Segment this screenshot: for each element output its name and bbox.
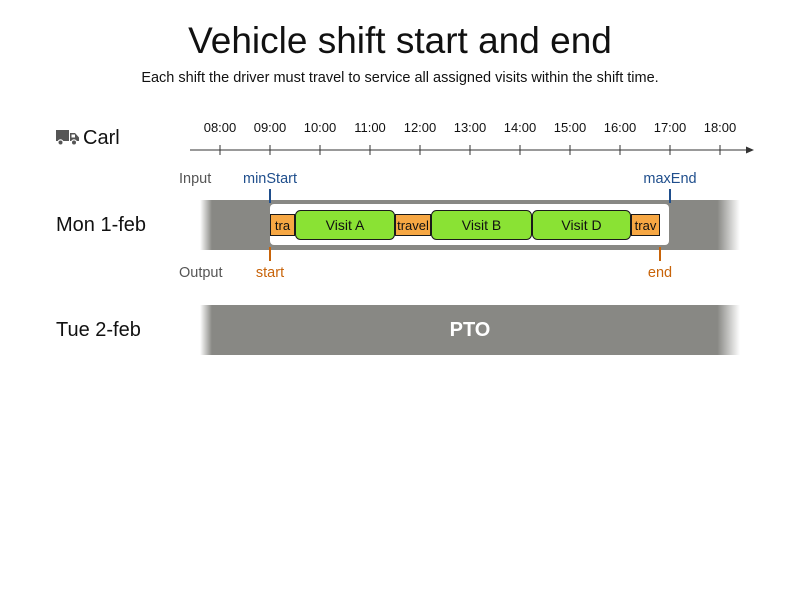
travel-label: trav	[634, 218, 657, 233]
axis-tick-label: 08:00	[203, 120, 237, 135]
time-axis-arrow	[746, 146, 754, 154]
day-label-mon: Mon 1-feb	[56, 214, 147, 236]
day-label-tue: Tue 2-feb	[56, 319, 141, 341]
axis-tick-label: 15:00	[553, 120, 587, 135]
driver-name: Carl	[83, 127, 120, 149]
start-label: start	[255, 265, 285, 281]
axis-tick-label: 17:00	[653, 120, 687, 135]
visit-block	[431, 210, 532, 240]
axis-tick-label: 10:00	[303, 120, 337, 135]
axis-tick-label: 13:00	[453, 120, 487, 135]
truck-icon	[56, 130, 79, 146]
axis-tick-label: 12:00	[403, 120, 437, 135]
input-row-label: Input	[179, 171, 212, 187]
travel-label: tra	[274, 218, 291, 233]
page-title: Vehicle shift start and end	[188, 20, 612, 61]
visit-block	[532, 210, 631, 240]
axis-tick-label: 14:00	[503, 120, 537, 135]
axis-tick-label: 16:00	[603, 120, 637, 135]
min-start-label: minStart	[243, 171, 297, 187]
axis-tick-label: 09:00	[253, 120, 287, 135]
visit-label: Visit D	[561, 217, 602, 233]
visit-block	[295, 210, 395, 240]
pto-label: PTO	[449, 319, 491, 341]
page-subtitle: Each shift the driver must travel to ser…	[141, 70, 659, 86]
end-label: end	[647, 265, 673, 281]
travel-block	[631, 214, 660, 236]
axis-tick-label: 18:00	[703, 120, 737, 135]
travel-label: travel	[397, 218, 429, 233]
pto-band-tue	[200, 305, 740, 355]
visit-label: Visit A	[325, 217, 365, 233]
output-row-label: Output	[179, 265, 223, 281]
max-end-label: maxEnd	[643, 171, 697, 187]
visit-label: Visit B	[461, 217, 502, 233]
axis-tick-label: 11:00	[354, 120, 386, 135]
travel-block	[395, 214, 431, 236]
travel-block	[270, 214, 295, 236]
